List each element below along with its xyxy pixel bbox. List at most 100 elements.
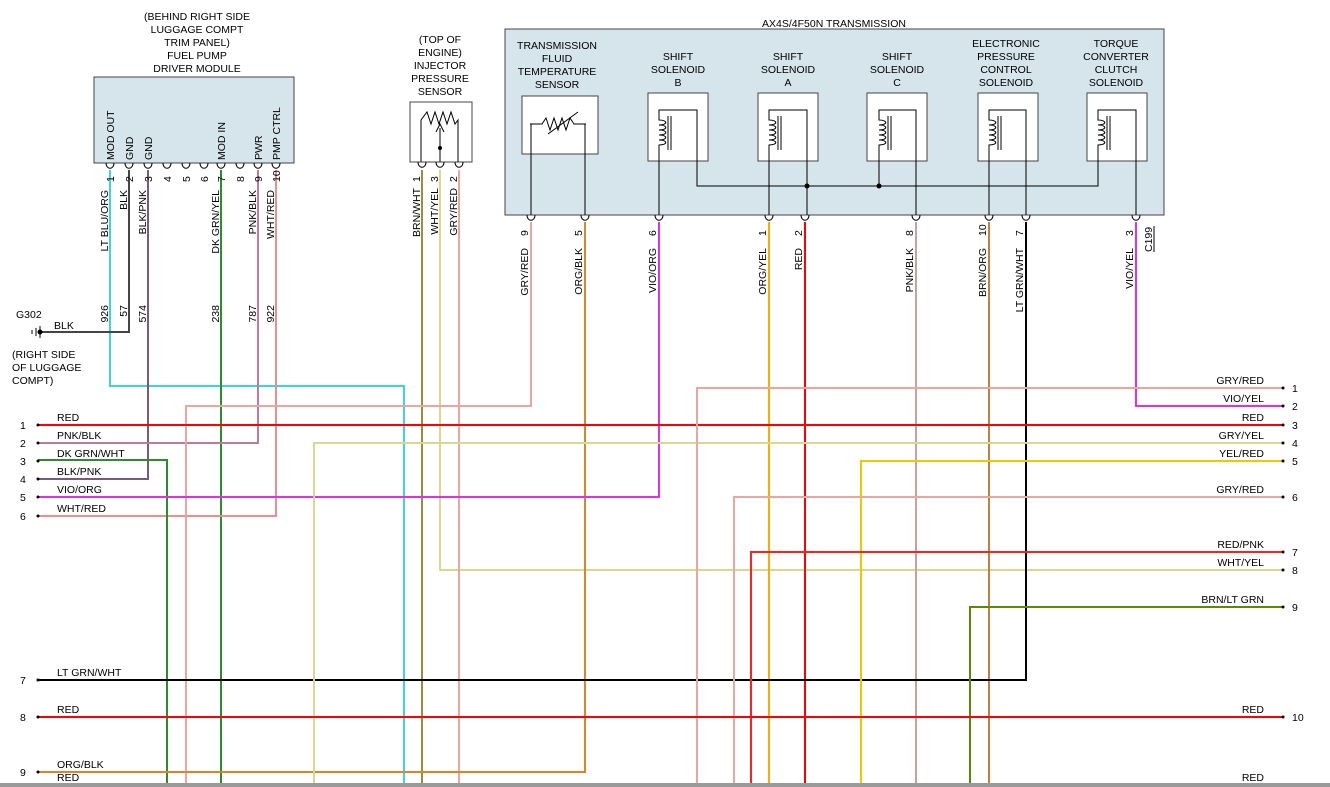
terminal-dot [36,441,40,445]
fpdm-circuit-number: 574 [137,305,149,323]
solenoid-b [647,92,709,162]
injector-pin-terminal [454,161,464,168]
left-harness-wire-label: LT GRN/WHT [57,667,122,679]
svg-text:(BEHIND RIGHT SIDE: (BEHIND RIGHT SIDE [144,11,250,23]
left-harness-terminals [36,423,40,774]
wire-blk-ground [40,170,130,333]
right-harness-wire-label: RED [1242,412,1265,424]
terminal-dot [1281,568,1285,572]
terminal-dot [36,423,40,427]
c199-label: C199 [1143,227,1155,252]
splice-dot [37,329,43,335]
svg-text:TRIM PANEL): TRIM PANEL) [164,37,230,49]
right-harness-number: 5 [1292,456,1298,468]
fpdm-pin-terminal [253,162,263,169]
injector-wire-color: WHT/YEL [429,188,441,235]
fpdm-location-label: (BEHIND RIGHT SIDE LUGGAGE COMPT TRIM PA… [144,11,250,75]
transmission-pin-terminal [654,214,664,221]
terminal-dot [36,678,40,682]
left-harness-wire-label: RED [57,772,80,784]
fpdm-circuit-number: 926 [99,305,111,323]
fpdm-pin-terminal [105,162,115,169]
transmission-wire-color: VIO/YEL [1124,248,1136,289]
transmission-component-label: C [893,77,901,89]
terminal-dot [1281,441,1285,445]
fpdm-pin-name: PWR [253,135,265,160]
terminal-dot [1281,605,1285,609]
injector-pressure-sensor-box [409,101,473,163]
transmission-pin-number: 9 [519,230,531,236]
transmission-wire-color: BRN/ORG [977,248,989,297]
fpdm-pin-terminal [271,162,281,169]
transmission-component-label: SOLENOID [761,64,816,76]
fpdm-circuit-number: 922 [265,305,277,323]
right-harness-wire-label: RED [1242,772,1265,784]
transmission-pin-terminal [800,214,810,221]
right-harness-wire-label: GRY/RED [1216,484,1264,496]
transmission-component-label: CONTROL [980,64,1031,76]
right-harness-number: 6 [1292,492,1298,504]
transmission-component-label: PRESSURE [977,51,1035,63]
transmission-component-label: SOLENOID [1089,77,1144,89]
fpdm-pin-number: 8 [235,176,247,182]
transmission-pin-number: 7 [1014,230,1026,236]
terminal-dot [36,477,40,481]
transmission-component-label: ELECTRONIC [972,38,1040,50]
transmission-pin-number: 10 [977,224,989,236]
terminal-dot [1281,715,1285,719]
transmission-pin-number: 2 [793,230,805,236]
transmission-wire-color: RED [793,248,805,271]
transmission-pin-terminal [1021,214,1031,221]
wire-wht-red [38,170,277,517]
left-harness-wire-label: ORG/BLK [57,759,104,771]
fpdm-pin-number: 1 [105,176,117,182]
thermistor-symbol [530,111,586,154]
fpdm-pin-name: GND [124,136,136,160]
right-harness-wire-label: RED/PNK [1217,539,1264,551]
terminal-dot [1281,550,1285,554]
left-harness-wire-label: PNK/BLK [57,430,101,442]
wire-pnk-blk-fpdm [38,170,259,444]
fpdm-pin-terminal [216,162,226,169]
transmission-pin-labels: 9GRY/RED5ORG/BLK6VIO/ORG1ORG/YEL2RED8PNK… [519,224,1136,312]
transmission-component-label: TRANSMISSION [517,40,597,52]
fpdm-circuit-number: 57 [118,305,130,317]
right-harness-number: 10 [1292,712,1304,724]
left-harness-number: 3 [20,456,26,468]
right-harness-number: 3 [1292,420,1298,432]
fpdm-pin-terminal [143,162,153,169]
bottom-scroll-bar [0,783,1330,787]
wire-wht-yel-injector [439,170,1283,571]
terminal-dot [1281,386,1285,390]
left-harness-number: 1 [20,420,26,432]
transmission-component-label: FLUID [542,53,573,65]
right-harness-number: 2 [1292,401,1298,413]
wire-gry-red-r1 [696,387,1283,787]
right-harness-labels: 1GRY/RED2VIO/YEL3RED4GRY/YEL5YEL/RED6GRY… [1201,375,1303,784]
svg-text:INJECTOR: INJECTOR [414,60,467,72]
injector-pin-number: 1 [411,176,423,182]
transmission-pin-terminal [526,214,536,221]
svg-text:OF LUGGAGE: OF LUGGAGE [12,362,81,374]
wire-gry-yel [313,442,1283,787]
wire-blk-pnk [38,170,149,480]
transmission-component-label: SOLENOID [651,64,706,76]
transmission-wire-color: VIO/ORG [647,248,659,293]
terminal-dot [36,514,40,518]
fpdm-circuit-number: 787 [247,305,259,323]
wire-vio-yel [1135,222,1283,407]
injector-label: (TOP OF ENGINE) INJECTOR PRESSURE SENSOR [411,34,469,98]
terminal-dot [36,715,40,719]
transmission-wire-color: ORG/YEL [757,248,769,295]
right-harness-number: 9 [1292,602,1298,614]
transmission-wire-color: PNK/BLK [904,248,916,292]
transmission-component-label: SHIFT [663,51,694,63]
svg-text:LUGGAGE COMPT: LUGGAGE COMPT [151,24,244,36]
left-harness-number: 4 [20,474,26,486]
transmission-component-label: TORQUE [1094,38,1139,50]
svg-text:SENSOR: SENSOR [418,86,463,98]
potentiometer-symbol [420,110,459,162]
terminal-dot [1281,404,1285,408]
